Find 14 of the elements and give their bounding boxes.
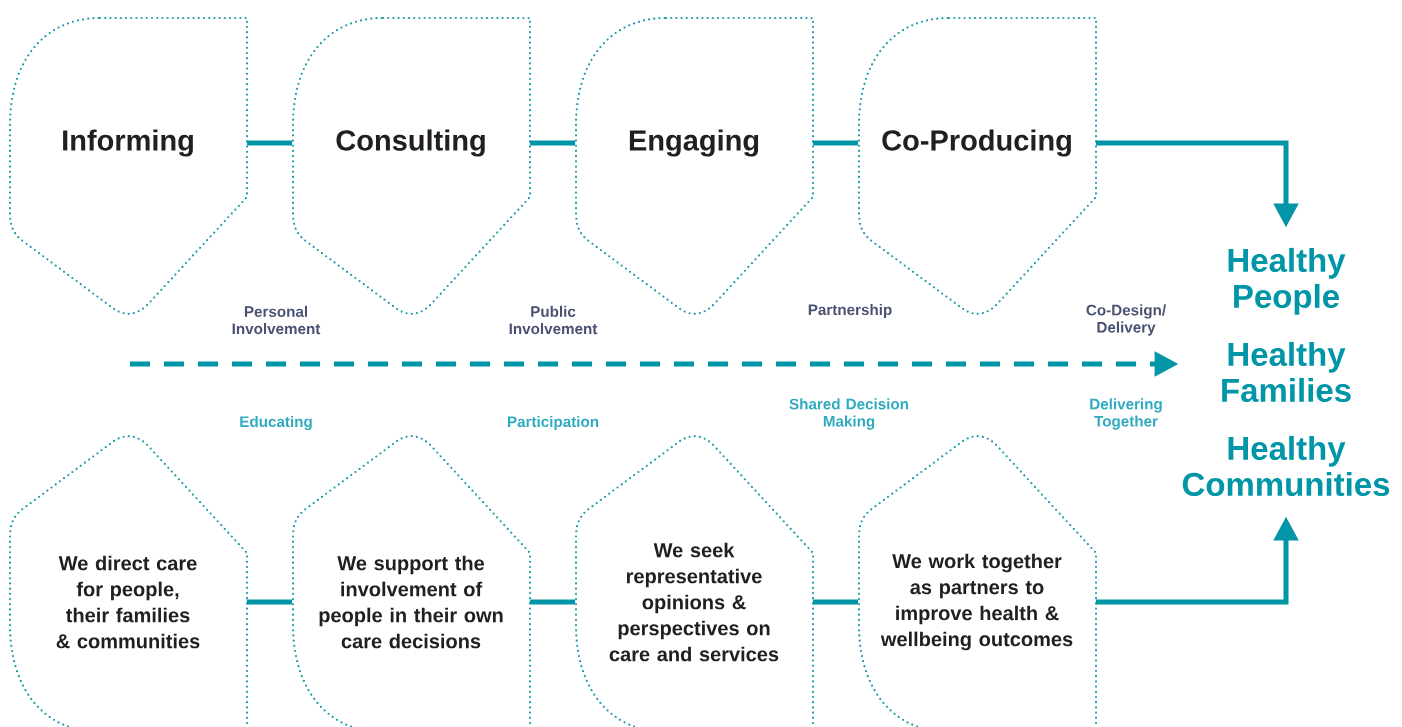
connector [812,140,859,146]
stage-label: Partnership [808,303,892,319]
connector [812,599,859,605]
connector [246,140,293,146]
stage-label: Shared Decision Making [789,398,909,430]
outcome-text: Healthy People Healthy Families Healthy Communities [1182,247,1390,497]
stage-label: Delivering Together [1090,398,1162,430]
connector [529,140,576,146]
stage-label: Participation [508,415,599,431]
stage-label: Public Involvement [509,305,598,335]
stage-label: Educating [240,415,312,431]
stage-label: Co-Design/ Delivery [1086,304,1166,336]
connector [246,599,293,605]
connector [529,599,576,605]
